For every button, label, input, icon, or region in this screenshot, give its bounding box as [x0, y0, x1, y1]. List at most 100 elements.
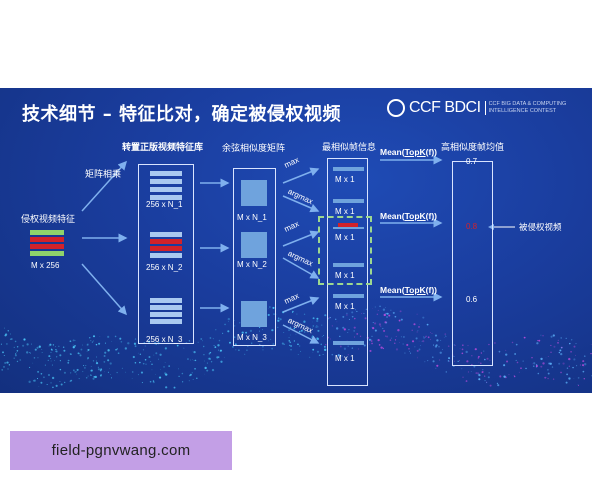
- particle: [178, 368, 179, 370]
- particle: [283, 343, 285, 345]
- particle: [398, 319, 401, 322]
- particle: [503, 375, 506, 378]
- particle: [474, 348, 477, 351]
- particle: [30, 352, 31, 354]
- particle: [339, 345, 342, 348]
- particle: [211, 368, 215, 372]
- matrix-dims-2: M x N_2: [237, 260, 267, 269]
- particle: [293, 327, 296, 330]
- query-bar: [30, 251, 64, 256]
- particle: [292, 310, 294, 313]
- particle: [277, 319, 280, 322]
- matrix-dims-1: M x N_1: [237, 213, 267, 222]
- particle: [290, 344, 293, 347]
- particle: [103, 355, 106, 357]
- particle: [28, 380, 31, 384]
- particle: [346, 312, 348, 315]
- particle: [560, 337, 562, 339]
- particle: [547, 377, 549, 380]
- watermark-label: field-pgnvwang.com: [10, 431, 232, 470]
- particle: [271, 347, 274, 350]
- mean-topk-label: Mean(TopK(f)): [380, 285, 437, 295]
- slide-title: 技术细节 – 特征比对，确定被侵权视频: [22, 104, 342, 125]
- particle: [63, 371, 66, 374]
- particle: [14, 340, 17, 343]
- particle: [289, 341, 292, 344]
- particle: [191, 372, 193, 374]
- particle: [55, 349, 57, 351]
- mean-topk-label: Mean(TopK(f)): [380, 211, 437, 221]
- particle: [335, 318, 337, 320]
- vector-dims: M x 1: [335, 271, 355, 280]
- particle: [544, 376, 547, 379]
- particle: [16, 350, 19, 352]
- particle: [385, 335, 387, 337]
- particle: [183, 347, 185, 349]
- particle: [69, 380, 71, 382]
- particle: [573, 378, 575, 379]
- particle: [3, 335, 5, 337]
- particle: [547, 356, 549, 357]
- particle: [137, 374, 139, 376]
- particle: [29, 366, 31, 369]
- particle: [297, 343, 299, 346]
- particle: [483, 375, 486, 377]
- particle: [445, 336, 447, 338]
- particle: [347, 354, 349, 356]
- particle: [192, 359, 193, 360]
- particle: [54, 360, 55, 361]
- particle: [268, 340, 269, 342]
- particle: [269, 306, 271, 308]
- particle: [246, 349, 248, 352]
- particle: [365, 308, 367, 310]
- particle: [488, 343, 490, 346]
- particle: [50, 382, 52, 384]
- particle: [141, 382, 143, 384]
- particle: [568, 357, 571, 361]
- particle: [67, 359, 70, 362]
- particle: [327, 317, 330, 320]
- particle: [79, 354, 82, 357]
- particle: [325, 344, 327, 346]
- particle: [335, 327, 339, 330]
- particle: [532, 363, 533, 365]
- particle: [158, 376, 162, 379]
- particle: [317, 326, 319, 328]
- particle: [10, 333, 11, 335]
- particle: [2, 351, 5, 354]
- particle: [288, 344, 291, 347]
- particle: [289, 334, 291, 336]
- particle: [69, 353, 72, 355]
- particle: [29, 352, 31, 354]
- library-dims-3: 256 x N_3: [146, 335, 183, 344]
- particle: [158, 358, 159, 360]
- particle: [95, 362, 99, 365]
- particle: [461, 352, 464, 355]
- particle: [147, 340, 151, 343]
- particle: [505, 349, 507, 351]
- particle: [144, 345, 146, 347]
- particle: [390, 337, 392, 339]
- particle: [131, 378, 133, 379]
- particle: [119, 338, 121, 340]
- particle: [413, 323, 416, 326]
- particle: [565, 337, 567, 340]
- score-2-infringed: 0.8: [466, 222, 478, 231]
- particle: [181, 372, 184, 375]
- particle: [537, 372, 540, 375]
- particle: [55, 351, 57, 352]
- particle: [4, 333, 8, 336]
- particle: [38, 345, 41, 348]
- particle: [214, 346, 217, 349]
- particle: [423, 336, 425, 339]
- particle: [108, 368, 110, 369]
- particle: [323, 345, 326, 348]
- particle: [92, 335, 96, 338]
- particle: [82, 370, 84, 373]
- particle: [444, 335, 446, 337]
- particle: [140, 371, 144, 374]
- particle: [476, 372, 479, 375]
- particle: [228, 320, 230, 322]
- particle: [259, 330, 260, 332]
